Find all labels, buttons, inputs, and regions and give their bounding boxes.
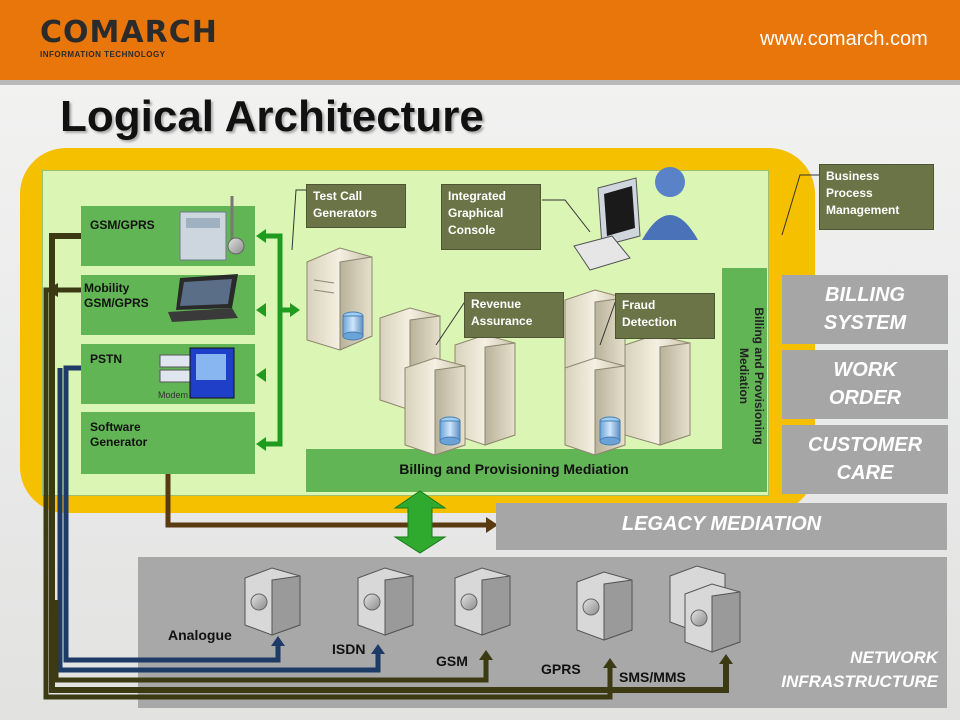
network-arrowheads xyxy=(46,283,733,668)
arrow-gsm-gprs-in xyxy=(46,283,58,297)
work-order-box: WORK ORDER xyxy=(782,350,948,419)
mediation-side-bar xyxy=(722,268,767,492)
software-to-legacy-line xyxy=(165,474,498,533)
page-title: Logical Architecture xyxy=(60,92,484,141)
arrow-gsm xyxy=(479,650,493,660)
network-node-gprs xyxy=(576,571,633,641)
logo-text: COMARCH xyxy=(40,15,218,50)
arrow-gprs xyxy=(603,658,617,668)
callout-integrated-console: Integrated Graphical Console xyxy=(441,184,541,250)
legacy-double-arrow xyxy=(393,490,447,554)
modem-label: Modem xyxy=(158,390,188,400)
comarch-logo: COMARCH INFORMATION TECHNOLOGY xyxy=(40,15,218,64)
arrow-isdn xyxy=(371,644,385,654)
feed-line-pstn xyxy=(63,365,281,663)
mediation-bottom-bar: Billing and Provisioning Mediation xyxy=(306,449,722,492)
network-node-analogue xyxy=(244,567,301,636)
source-label: Software Generator xyxy=(90,420,148,449)
revenue-servers xyxy=(379,307,516,456)
feed-line-gsm-net xyxy=(53,600,489,683)
legacy-mediation-box: LEGACY MEDIATION xyxy=(496,503,947,550)
network-node-isdn xyxy=(357,567,414,636)
callout-leaders xyxy=(291,174,820,346)
source-arrowheads xyxy=(256,229,300,451)
callout-revenue-assurance: Revenue Assurance xyxy=(464,292,564,338)
callout-test-call-generators: Test Call Generators xyxy=(306,184,406,228)
callout-fraud-detection: Fraud Detection xyxy=(615,293,715,339)
website-url: www.comarch.com xyxy=(760,28,928,50)
test-call-server xyxy=(306,247,373,351)
gsm-base-station-icon xyxy=(179,196,245,261)
source-label: Mobility GSM/GPRS xyxy=(84,281,149,310)
node-label-gsm: GSM xyxy=(436,653,468,669)
billing-system-box: BILLING SYSTEM xyxy=(782,275,948,344)
node-label-sms-mms: SMS/MMS xyxy=(619,669,686,685)
source-software-generator: Software Generator xyxy=(81,412,255,474)
network-node-sms-mms xyxy=(669,565,741,653)
feed-line-mobility xyxy=(43,287,613,700)
header-bar xyxy=(0,0,960,80)
source-label: PSTN xyxy=(90,352,123,366)
customer-care-box: CUSTOMER CARE xyxy=(782,425,948,494)
network-infrastructure-label: NETWORK INFRASTRUCTURE xyxy=(781,648,938,691)
header-divider xyxy=(0,80,960,85)
mediation-bottom-label: Billing and Provisioning Mediation xyxy=(399,461,629,477)
node-label-gprs: GPRS xyxy=(541,661,581,677)
pstn-modem-icon: Modem xyxy=(158,347,235,400)
callout-business-process-management: Business Process Management xyxy=(819,164,934,230)
console-workstation-icon xyxy=(573,167,698,271)
laptop-icon xyxy=(168,274,238,322)
source-label: GSM/GPRS xyxy=(90,218,155,232)
logo-subtext: INFORMATION TECHNOLOGY xyxy=(40,50,166,59)
network-node-gsm xyxy=(454,567,511,636)
node-label-isdn: ISDN xyxy=(332,641,366,657)
arrow-sms xyxy=(719,654,733,664)
feed-line-gsm xyxy=(49,233,729,693)
feed-line-isdn xyxy=(57,368,381,673)
source-arrows xyxy=(262,233,283,447)
node-label-analogue: Analogue xyxy=(168,627,232,643)
arrow-analogue xyxy=(271,636,285,646)
